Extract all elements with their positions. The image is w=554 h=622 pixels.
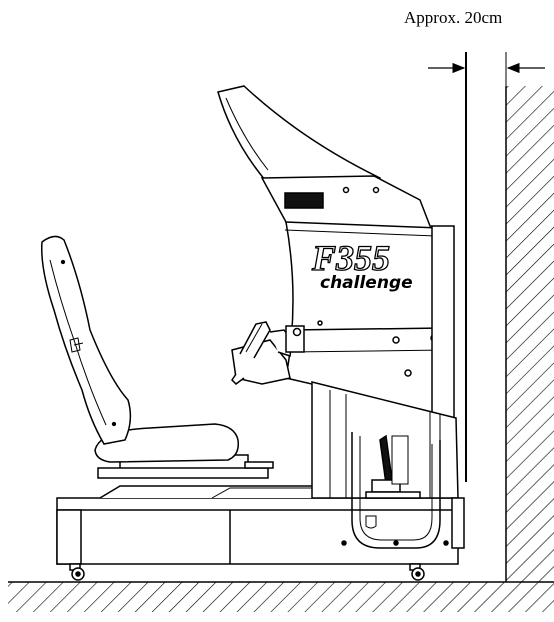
- driver-seat: [41, 235, 274, 479]
- clearance-label: Approx. 20cm: [404, 8, 503, 27]
- logo-main-text: F355: [311, 238, 390, 278]
- wall: [505, 86, 554, 582]
- caster-wheels: [69, 563, 425, 581]
- f355-logo: F355 challenge: [310, 237, 413, 293]
- cabinet-base: [56, 485, 459, 565]
- cabinet-body: [217, 85, 465, 549]
- steering-assembly: [231, 321, 305, 385]
- logo-sub-text: challenge: [320, 273, 413, 293]
- clearance-dimension: [428, 52, 545, 482]
- floor: [8, 581, 554, 612]
